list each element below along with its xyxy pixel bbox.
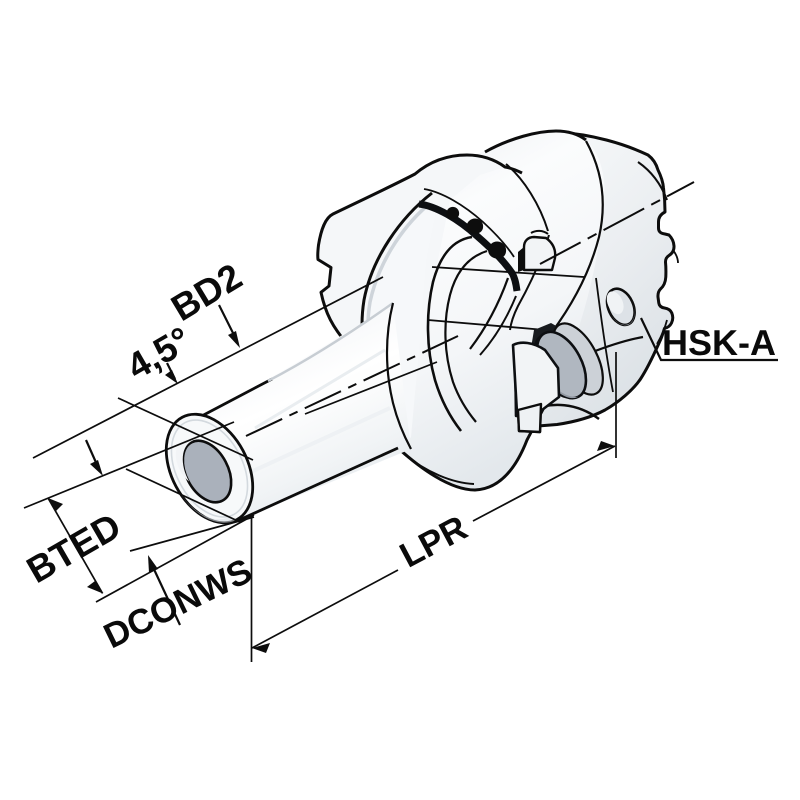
svg-text:HSK-A: HSK-A [662, 322, 776, 363]
